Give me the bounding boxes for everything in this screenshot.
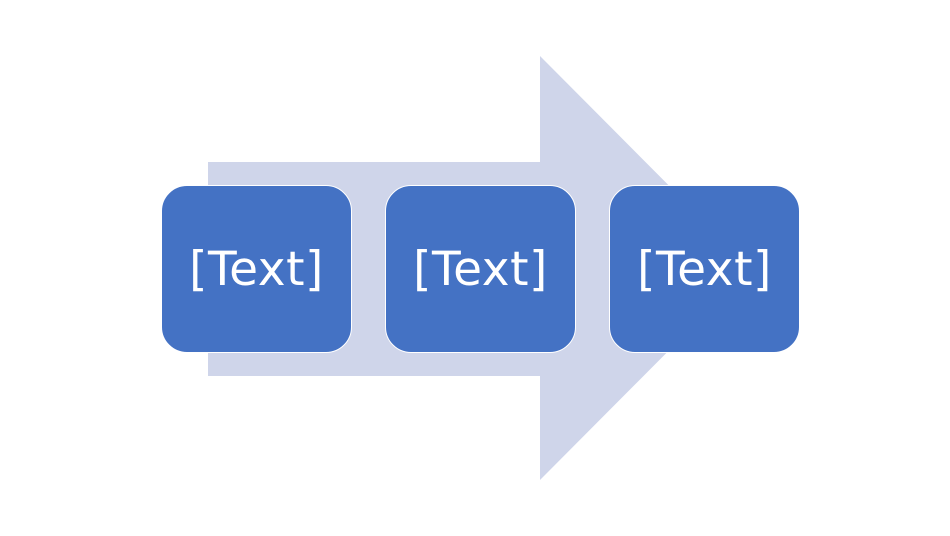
step-label-2: [Text]: [413, 241, 548, 297]
step-box-1[interactable]: [Text]: [161, 185, 352, 353]
step-box-3[interactable]: [Text]: [609, 185, 800, 353]
step-label-3: [Text]: [637, 241, 772, 297]
step-label-1: [Text]: [189, 241, 324, 297]
step-box-2[interactable]: [Text]: [385, 185, 576, 353]
